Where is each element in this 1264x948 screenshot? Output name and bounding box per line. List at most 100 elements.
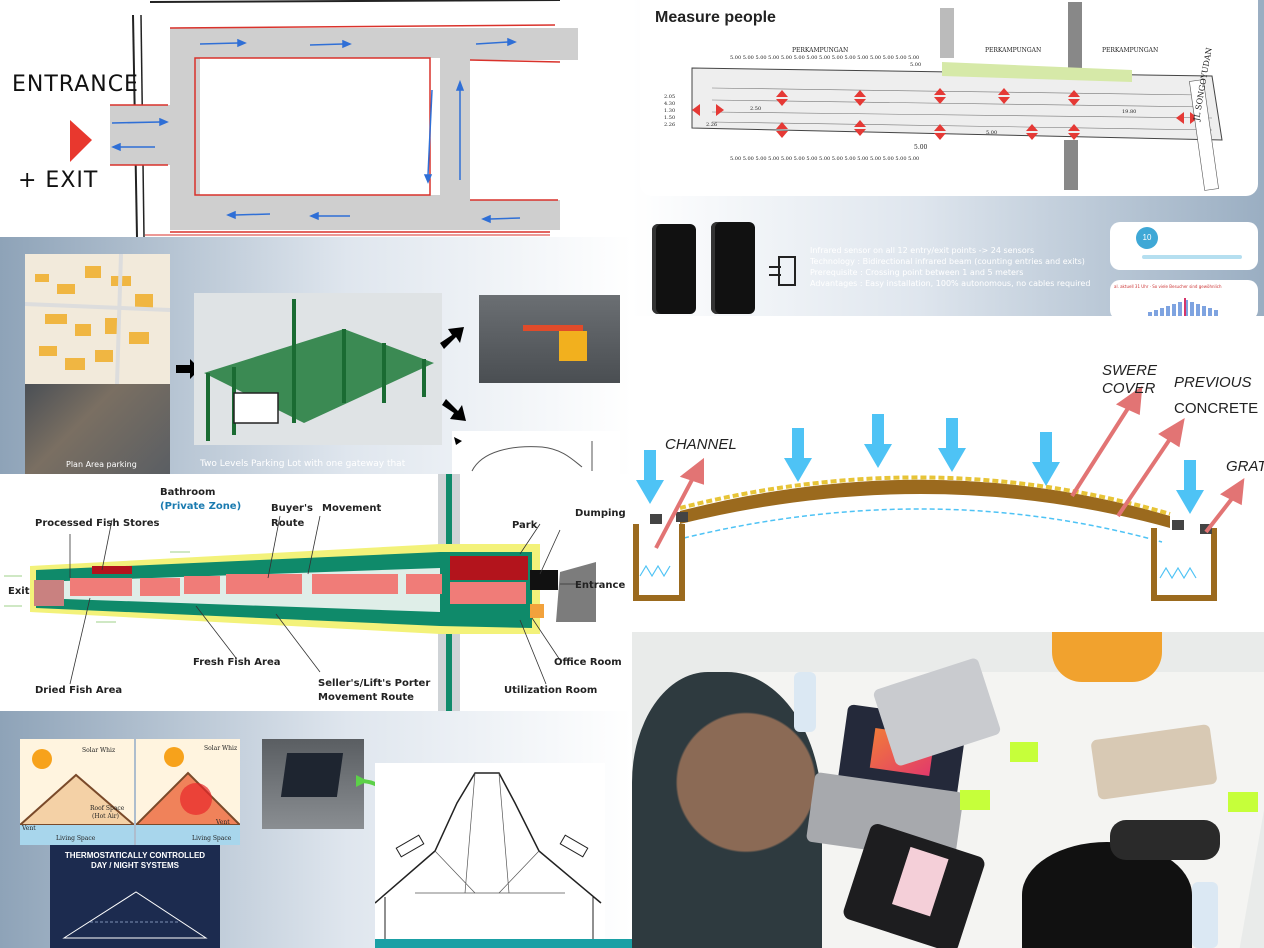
solar-diagram-2-drawing: [133, 747, 243, 845]
sensor-spec-line-2: Technology : Bidirectional infrared beam…: [810, 257, 1085, 266]
dimension-row-top: 5.00 5.00 5.00 5.00 5.00 5.00 5.00 5.00 …: [730, 55, 920, 61]
solar-whiz-label-2: Solar Whiz: [204, 745, 238, 752]
entrance-arrow-icon: [70, 120, 92, 162]
market-site-plan: [691, 2, 1223, 191]
parking-structure-drawing: [204, 299, 434, 441]
sensor-spec-line-3: Prerequisite : Crossing point between 1 …: [810, 268, 1024, 277]
thermo-title-2: DAY / NIGHT SYSTEMS: [90, 861, 180, 870]
solar-diagram-1-drawing: [17, 749, 137, 845]
solar-diagram-1: Solar Whiz Roof Space (Hot Air) Vent Liv…: [17, 739, 137, 845]
drainage-section-diagram: [633, 385, 1245, 601]
vent-label-2: Vent: [216, 819, 230, 826]
roof-space-label-2: (Hot Air): [92, 813, 119, 820]
entrance-label: ENTRANCE: [12, 72, 139, 97]
grat-label: GRAT: [1226, 458, 1264, 475]
previous-label: PREVIOUS: [1174, 374, 1252, 391]
plan-area-caption: Plan Area parking: [66, 460, 137, 469]
door-entry-icon: [769, 256, 796, 286]
thermo-title-1: THERMOSTATICALLY CONTROLLED: [64, 851, 206, 860]
park-label: Park: [512, 520, 538, 531]
exit-label: + EXIT: [18, 168, 99, 193]
dimension-row-bottom: 5.00 5.00 5.00 5.00 5.00 5.00 5.00 5.00 …: [730, 156, 920, 162]
dried-fish-label: Dried Fish Area: [35, 685, 123, 696]
dimension-value-3: 2.26: [664, 122, 676, 128]
parking-lot-panel: Plan Area parking Two Levels Parking Lot…: [0, 237, 632, 474]
parking-structure-render: [194, 293, 442, 445]
buyers-route-label-1: Buyer's: [271, 503, 313, 514]
swere-label: SWERE: [1102, 362, 1158, 379]
dimension-value-6: 2.26: [706, 122, 718, 128]
sensor-specs: Infrared sensor on all 12 entry/exit poi…: [810, 246, 1090, 288]
floor-band: [375, 939, 632, 948]
pencil-case: [1110, 820, 1220, 860]
living-space-label-2: Living Space: [192, 835, 232, 842]
gate-barrier-photo: [479, 295, 620, 383]
roof-section-lines: [374, 772, 602, 948]
perkampungan-label-3: PERKAMPUNGAN: [1102, 47, 1159, 54]
fish-market-panel: Bathroom (Private Zone) Processed Fish S…: [0, 474, 632, 711]
solar-whiz-label-1: Solar Whiz: [82, 747, 116, 754]
parking-flow-sketch: ENTRANCE + EXIT: [0, 0, 632, 237]
sensor-spec-line-1: Infrared sensor on all 12 entry/exit poi…: [810, 246, 1035, 255]
person-left: [632, 672, 822, 948]
drainage-section-panel: CHANNEL SWERE COVER PREVIOUS CONCRETE GR…: [632, 316, 1264, 632]
thermostat-card: THERMOSTATICALLY CONTROLLED DAY / NIGHT …: [50, 845, 220, 948]
roof-section-drawing: [374, 763, 605, 948]
office-room-label: Office Room: [554, 657, 622, 668]
area-map-blocks: [24, 253, 171, 385]
solar-diagram-2: Solar Whiz Vent Living Space: [133, 739, 243, 845]
water-bottle-2: [1192, 882, 1218, 948]
arrow-up-right-icon: [440, 327, 464, 349]
seller-route-label-2: Movement Route: [318, 692, 414, 703]
dimension-value-9: 19.80: [1122, 109, 1137, 115]
vent-label-1: Vent: [22, 825, 36, 832]
satellite-photo: [25, 384, 170, 474]
exit-label-market: Exit: [8, 586, 30, 597]
workshop-photo: [632, 632, 1264, 948]
concrete-label: CONCRETE: [1174, 400, 1259, 417]
buyers-route-label-2: Route: [271, 518, 305, 529]
infrared-sensor-device-1: [652, 224, 696, 314]
private-zone-label: (Private Zone): [160, 501, 242, 512]
visitor-bar-chart: [1148, 298, 1218, 316]
slider-track[interactable]: [1142, 255, 1242, 259]
slider-badge: 10: [1136, 227, 1158, 249]
bathroom-label: Bathroom: [160, 487, 216, 498]
infrared-sensor-device-2: [711, 222, 755, 314]
car-sketch-drawing: [454, 437, 593, 472]
vapor-arrows: [654, 385, 1245, 549]
dumping-label: Dumping: [575, 508, 626, 519]
dimension-value-7: 2.50: [750, 106, 762, 112]
dimension-value-4: 1.30: [664, 108, 676, 114]
perkampungan-label-1: PERKAMPUNGAN: [792, 47, 849, 54]
fresh-fish-label: Fresh Fish Area: [193, 657, 281, 668]
processed-fish-label: Processed Fish Stores: [35, 518, 160, 529]
dimension-value-5: 1.50: [664, 115, 676, 121]
perkampungan-label-2: PERKAMPUNGAN: [985, 47, 1042, 54]
channel-label: CHANNEL: [665, 436, 737, 453]
rain-arrows: [636, 414, 1204, 514]
sticky-note-3: [1228, 792, 1258, 812]
arrow-down-right-icon: [442, 399, 466, 421]
thermo-house-diagram: [62, 891, 208, 939]
sensor-spec-line-4: Advantages : Easy installation, 100% aut…: [810, 279, 1091, 288]
cover-label: COVER: [1102, 380, 1156, 397]
chart-caption: al. aktuell 31 Uhr · So viele Besucher s…: [1114, 284, 1222, 289]
street-border: [110, 24, 561, 236]
utilization-room-label: Utilization Room: [504, 685, 598, 696]
parking-caption: Two Levels Parking Lot with one gateway …: [200, 459, 406, 469]
area-map: [24, 253, 171, 385]
measure-people-panel: Measure people PERKAMPUNGAN: [632, 0, 1264, 316]
parking-flow-diagram: [70, 0, 578, 237]
movement-label: Movement: [322, 503, 382, 514]
dimension-value-10: 5.00: [910, 62, 922, 68]
dimension-value-2: 4.30: [664, 101, 676, 107]
roof-space-label-1: Roof Space: [90, 805, 125, 812]
water-bottle-1: [794, 672, 816, 732]
living-space-label-1: Living Space: [56, 835, 96, 842]
car-sketch: [452, 431, 620, 474]
measure-people-title: Measure people: [655, 9, 776, 26]
solar-ventilation-panel: Solar Whiz Roof Space (Hot Air) Vent Liv…: [0, 711, 632, 948]
entrance-label-market: Entrance: [575, 580, 626, 591]
roadway: [110, 28, 578, 230]
